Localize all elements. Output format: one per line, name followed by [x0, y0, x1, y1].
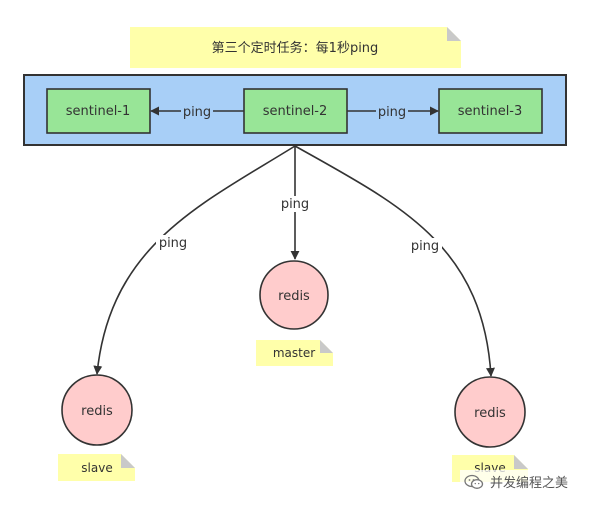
sentinel-2-label: sentinel-2: [263, 104, 328, 119]
redis-slave-left-node[interactable]: redis: [61, 374, 133, 446]
redis-slave-right-label: redis: [474, 406, 506, 421]
edge-to-master-label: ping: [281, 197, 309, 212]
sentinel-1-node[interactable]: sentinel-1: [46, 88, 151, 134]
sentinel-3-label: sentinel-3: [458, 104, 523, 119]
watermark-text: 并发编程之美: [489, 476, 568, 491]
edge-s2-to-s1-label: ping: [183, 105, 211, 120]
slave-left-note: slave: [58, 454, 135, 481]
slave-left-note-text: slave: [81, 461, 112, 475]
edge-to-master: ping: [278, 146, 312, 260]
edge-to-left-slave: ping: [93, 145, 296, 375]
sentinel-2-node[interactable]: sentinel-2: [243, 88, 348, 134]
redis-master-label: redis: [278, 289, 310, 304]
redis-master-node[interactable]: redis: [259, 260, 329, 330]
master-note-text: master: [273, 346, 315, 360]
watermark: 并发编程之美: [459, 470, 572, 493]
edge-s2-to-s1: ping: [150, 103, 244, 120]
redis-slave-right-node[interactable]: redis: [454, 376, 526, 448]
master-note: master: [256, 340, 333, 366]
title-note-text: 第三个定时任务：每1秒ping: [212, 40, 379, 56]
edge-to-right-slave-label: ping: [411, 239, 439, 254]
edge-to-left-slave-label: ping: [159, 236, 187, 251]
redis-slave-left-label: redis: [81, 404, 113, 419]
edge-s2-to-s3: ping: [347, 103, 439, 120]
edge-to-right-slave: ping: [294, 145, 495, 377]
sentinel-3-node[interactable]: sentinel-3: [438, 88, 543, 134]
wechat-icon: [464, 474, 484, 490]
title-note: 第三个定时任务：每1秒ping: [130, 27, 461, 68]
edge-s2-to-s3-label: ping: [378, 105, 406, 120]
sentinel-1-label: sentinel-1: [66, 104, 131, 119]
